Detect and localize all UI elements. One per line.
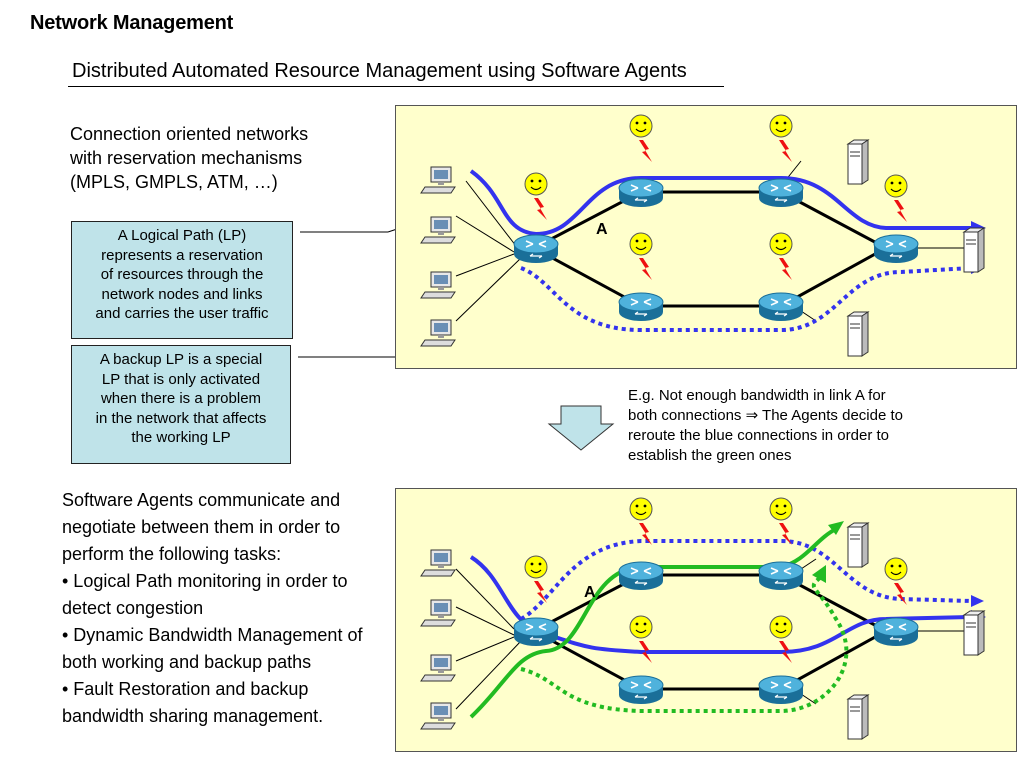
agent-smiley-icon [629,114,653,138]
router-icon [758,292,804,322]
working-path [469,169,971,237]
agent-smiley-icon [629,232,653,256]
router-icon [618,675,664,705]
page-subtitle: Distributed Automated Resource Managemen… [72,60,687,82]
computer-icon [420,549,456,577]
lightning-icon [894,583,907,605]
agent-smiley-icon [629,497,653,521]
text-line: perform the following tasks: [62,544,282,564]
computer-icon [420,654,456,682]
agents-description: Software Agents communicate and negotiat… [62,487,392,730]
agent-smiley-icon [524,172,548,196]
link-label: A [596,221,608,238]
agent-smiley-icon [769,114,793,138]
agent-smiley-icon [884,174,908,198]
agent-smiley-icon [629,615,653,639]
text-line: Connection oriented networks [70,124,309,144]
server-icon [847,522,869,568]
agent-smiley-icon [769,232,793,256]
text-line: both working and backup paths [62,652,312,672]
router-icon [873,617,919,647]
router-icon [758,675,804,705]
page-title: Network Management [30,12,234,34]
text-line: A Logical Path (LP) [117,227,247,244]
text-line: the working LP [131,429,231,446]
computer-icon [420,319,456,347]
text-line: network nodes and links [101,285,263,303]
agent-smiley-icon [524,555,548,579]
example-description: E.g. Not enough bandwidth in link A for … [628,386,958,466]
text-line: when there is a problem [100,390,262,407]
agent-smiley-icon [769,497,793,521]
backup-path [520,266,972,332]
lightning-icon [894,200,907,222]
computer-icon [420,271,456,299]
computer-icon [420,702,456,730]
lightning-icon [779,258,792,280]
text-line: • Dynamic Bandwidth Management of [62,625,363,645]
text-line: Software Agents communicate and [62,490,341,510]
connection-description: Connection oriented networks with reserv… [70,122,360,194]
backup-lp-callout: A backup LP is a special LP that is only… [71,345,291,464]
text-line: LP that is only activated [101,370,261,388]
network-diagram-initial: A [395,105,1017,369]
text-line: negotiate between them in order to [62,517,341,537]
text-line: (MPLS, GMPLS, ATM, …) [70,172,278,192]
router-icon [513,617,559,647]
text-line: with reservation mechanisms [70,148,303,168]
new-working-path [469,527,837,719]
computer-icon [420,216,456,244]
router-icon [618,178,664,208]
logical-path-callout: A Logical Path (LP) represents a reserva… [71,221,293,339]
text-line: reroute the blue connections in order to [628,427,889,444]
text-line: A backup LP is a special [99,351,263,368]
router-icon [873,234,919,264]
down-arrow-icon [547,405,615,451]
lightning-icon [779,140,792,162]
router-icon [758,561,804,591]
router-icon [618,561,664,591]
lightning-icon [534,198,547,220]
text-line: represents a reservation [101,246,263,264]
computer-icon [420,166,456,194]
text-line: detect congestion [62,598,204,618]
server-icon [847,311,869,357]
server-icon [963,227,985,273]
router-icon [513,234,559,264]
agent-smiley-icon [769,615,793,639]
text-line: E.g. Not enough bandwidth in link A for [628,387,886,404]
link-label: A [584,584,596,601]
network-diagram-rerouted: A [395,488,1017,752]
router-icon [758,178,804,208]
working-path-rerouted [469,555,972,654]
backup-path-rerouted [519,539,972,621]
lightning-icon [639,140,652,162]
text-line: both connections ⇒ The Agents decide to [628,407,903,424]
text-line: • Fault Restoration and backup [62,679,309,699]
text-line: and carries the user traffic [95,305,269,322]
lightning-icon [534,581,547,603]
text-line: establish the green ones [628,447,792,464]
server-icon [847,139,869,185]
agent-smiley-icon [884,557,908,581]
network-links [533,190,887,308]
server-icon [963,610,985,656]
subtitle-underline [68,86,724,87]
text-line: of resources through the [100,266,264,283]
computer-icon [420,599,456,627]
text-line: bandwidth sharing management. [62,706,324,726]
server-icon [847,694,869,740]
lightning-icon [639,258,652,280]
text-line: in the network that affects [95,409,267,427]
text-line: • Logical Path monitoring in order to [62,571,348,591]
router-icon [618,292,664,322]
